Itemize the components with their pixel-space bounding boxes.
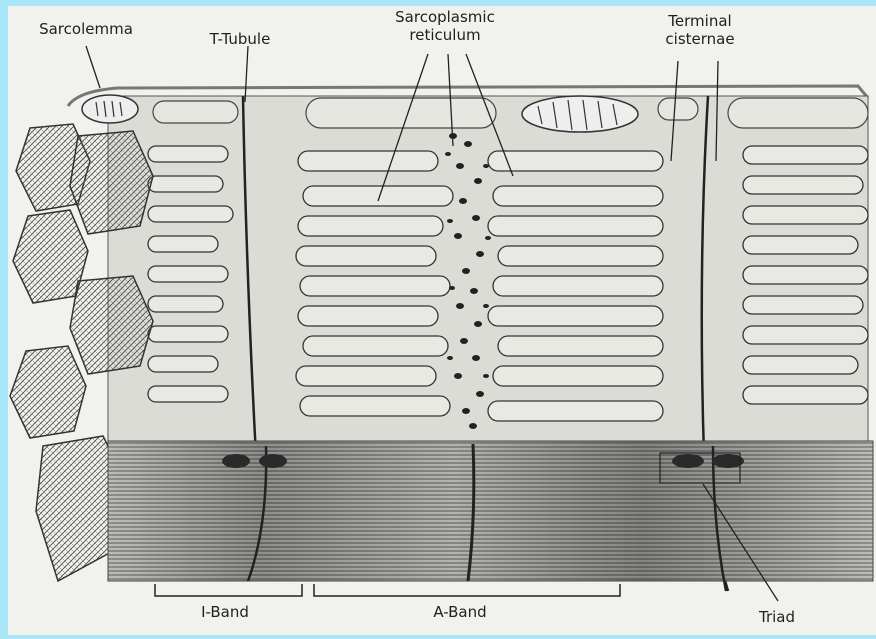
muscle-fiber-drawing xyxy=(8,6,876,635)
label-a-band: A-Band xyxy=(420,603,500,621)
i-band-bracket xyxy=(155,584,302,596)
label-triad: Triad xyxy=(742,608,812,626)
mitochondrion-left xyxy=(82,95,138,123)
label-terminal-cisternae: Terminal cisternae xyxy=(650,12,750,48)
muscle-fiber-illustration xyxy=(8,6,876,635)
label-i-band: I-Band xyxy=(185,603,265,621)
label-sarcoplasmic-reticulum: Sarcoplasmic reticulum xyxy=(385,8,505,44)
label-t-tubule: T-Tubule xyxy=(190,30,290,48)
label-sarcolemma: Sarcolemma xyxy=(26,20,146,38)
a-band-bracket xyxy=(314,584,620,596)
